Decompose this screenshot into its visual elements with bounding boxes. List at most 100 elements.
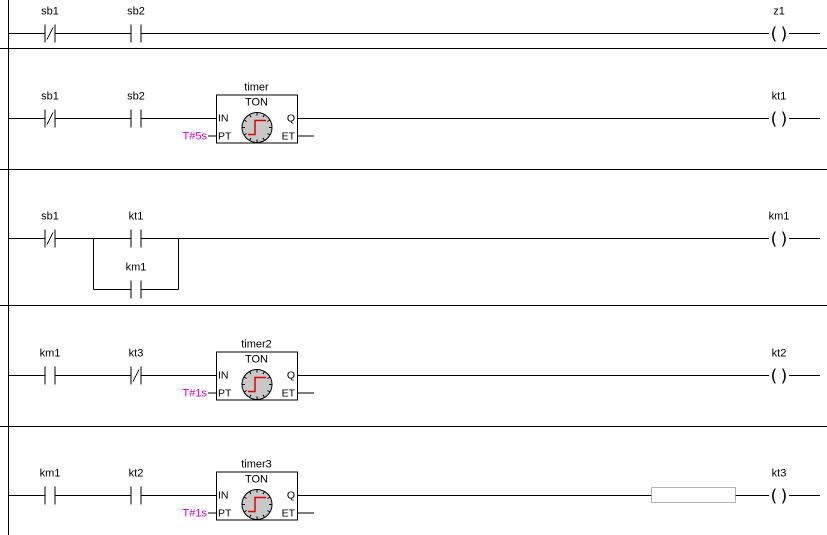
clock-tick (243, 510, 247, 513)
preset-time-value: T#1s (183, 388, 208, 400)
coil[interactable]: ()km1 (769, 211, 790, 250)
clock-tick (249, 114, 252, 118)
coil-label: kt2 (772, 348, 787, 360)
timer-clock-icon (241, 112, 273, 143)
contact-slash (46, 27, 54, 40)
clock-tick (243, 496, 247, 499)
no-contact[interactable]: km1 (40, 348, 61, 385)
pin-et-label: ET (282, 131, 296, 143)
contact-slash (46, 232, 54, 245)
coil-left-paren: ( (771, 230, 778, 250)
clock-tick (267, 133, 271, 136)
clock-tick (249, 371, 252, 375)
pin-in-label: IN (218, 370, 229, 382)
coil-left-paren: ( (771, 367, 778, 387)
clock-face (241, 112, 273, 143)
pin-pt-label: PT (218, 388, 232, 400)
contact-slash (132, 369, 140, 382)
clock-tick (262, 394, 265, 398)
pin-et-label: ET (282, 388, 296, 400)
selection-marquee[interactable] (651, 487, 736, 503)
clock-tick (267, 390, 271, 393)
pin-pt-label: PT (218, 508, 232, 520)
coil-right-paren: ) (781, 367, 788, 387)
clock-tick (267, 496, 271, 499)
contact-label: sb1 (41, 6, 59, 18)
block-instance-name: timer3 (241, 459, 272, 471)
contact-label: kt1 (129, 211, 144, 223)
coil[interactable]: () kt3 (771, 468, 788, 507)
block-instance-name: timer2 (241, 339, 272, 351)
clock-tick (249, 394, 252, 398)
clock-face (241, 369, 273, 400)
step-signal (248, 376, 266, 393)
pin-pt-label: PT (218, 131, 232, 143)
coil-label: kt1 (772, 91, 787, 103)
contact-label: km1 (40, 348, 61, 360)
no-contact[interactable]: kt1 (129, 211, 144, 248)
contact-label: km1 (40, 468, 61, 480)
timer-clock-icon (241, 489, 273, 520)
nc-contact[interactable]: kt3 (129, 348, 144, 385)
pin-q-label: Q (287, 370, 295, 382)
clock-tick (243, 390, 247, 393)
coil[interactable]: () kt1 (771, 91, 788, 130)
contact-label: kt3 (129, 348, 144, 360)
coil-left-paren: ( (771, 25, 778, 45)
contact-slash (46, 112, 54, 125)
clock-tick (249, 137, 252, 141)
rung-3: sb1 kt1 ()km1 km1 (8, 211, 820, 299)
clock-tick (267, 376, 271, 379)
clock-tick (262, 137, 265, 141)
no-contact[interactable]: km1 (126, 262, 147, 299)
clock-tick (262, 114, 265, 118)
coil-right-paren: ) (781, 487, 788, 507)
clock-face (241, 489, 273, 520)
rung-1: sb1 sb2 ()z1 (8, 6, 820, 45)
coil[interactable]: ()z1 (771, 6, 788, 45)
coil[interactable]: () kt2 (771, 348, 788, 387)
nc-contact[interactable]: sb1 (41, 211, 59, 248)
no-contact[interactable]: sb2 (127, 91, 145, 128)
coil-right-paren: ) (781, 110, 788, 130)
block-type: TON (245, 474, 268, 486)
contact-label: sb2 (127, 91, 145, 103)
coil-right-paren: ) (781, 230, 788, 250)
clock-tick (249, 514, 252, 518)
clock-tick (267, 119, 271, 122)
pin-in-label: IN (218, 113, 229, 125)
timer-clock-icon (241, 369, 273, 400)
contact-label: kt2 (129, 468, 144, 480)
nc-contact[interactable]: sb1 (41, 91, 59, 128)
coil-left-paren: ( (771, 110, 778, 130)
step-signal (248, 119, 266, 136)
contact-label: km1 (126, 262, 147, 274)
contact-label: sb1 (41, 211, 59, 223)
pin-in-label: IN (218, 490, 229, 502)
no-contact[interactable]: kt2 (129, 468, 144, 505)
no-contact[interactable]: sb2 (127, 6, 145, 43)
clock-tick (267, 510, 271, 513)
pin-q-label: Q (287, 113, 295, 125)
clock-tick (262, 491, 265, 495)
no-contact[interactable]: km1 (40, 468, 61, 505)
block-type: TON (245, 97, 268, 109)
coil-right-paren: ) (781, 25, 788, 45)
pin-et-label: ET (282, 508, 296, 520)
clock-tick (243, 376, 247, 379)
block-type: TON (245, 354, 268, 366)
clock-tick (249, 491, 252, 495)
contact-label: sb1 (41, 91, 59, 103)
coil-label: kt3 (772, 468, 787, 480)
coil-left-paren: ( (771, 487, 778, 507)
clock-tick (262, 514, 265, 518)
pin-q-label: Q (287, 490, 295, 502)
nc-contact[interactable]: sb1 (41, 6, 59, 43)
preset-time-value: T#1s (183, 508, 208, 520)
